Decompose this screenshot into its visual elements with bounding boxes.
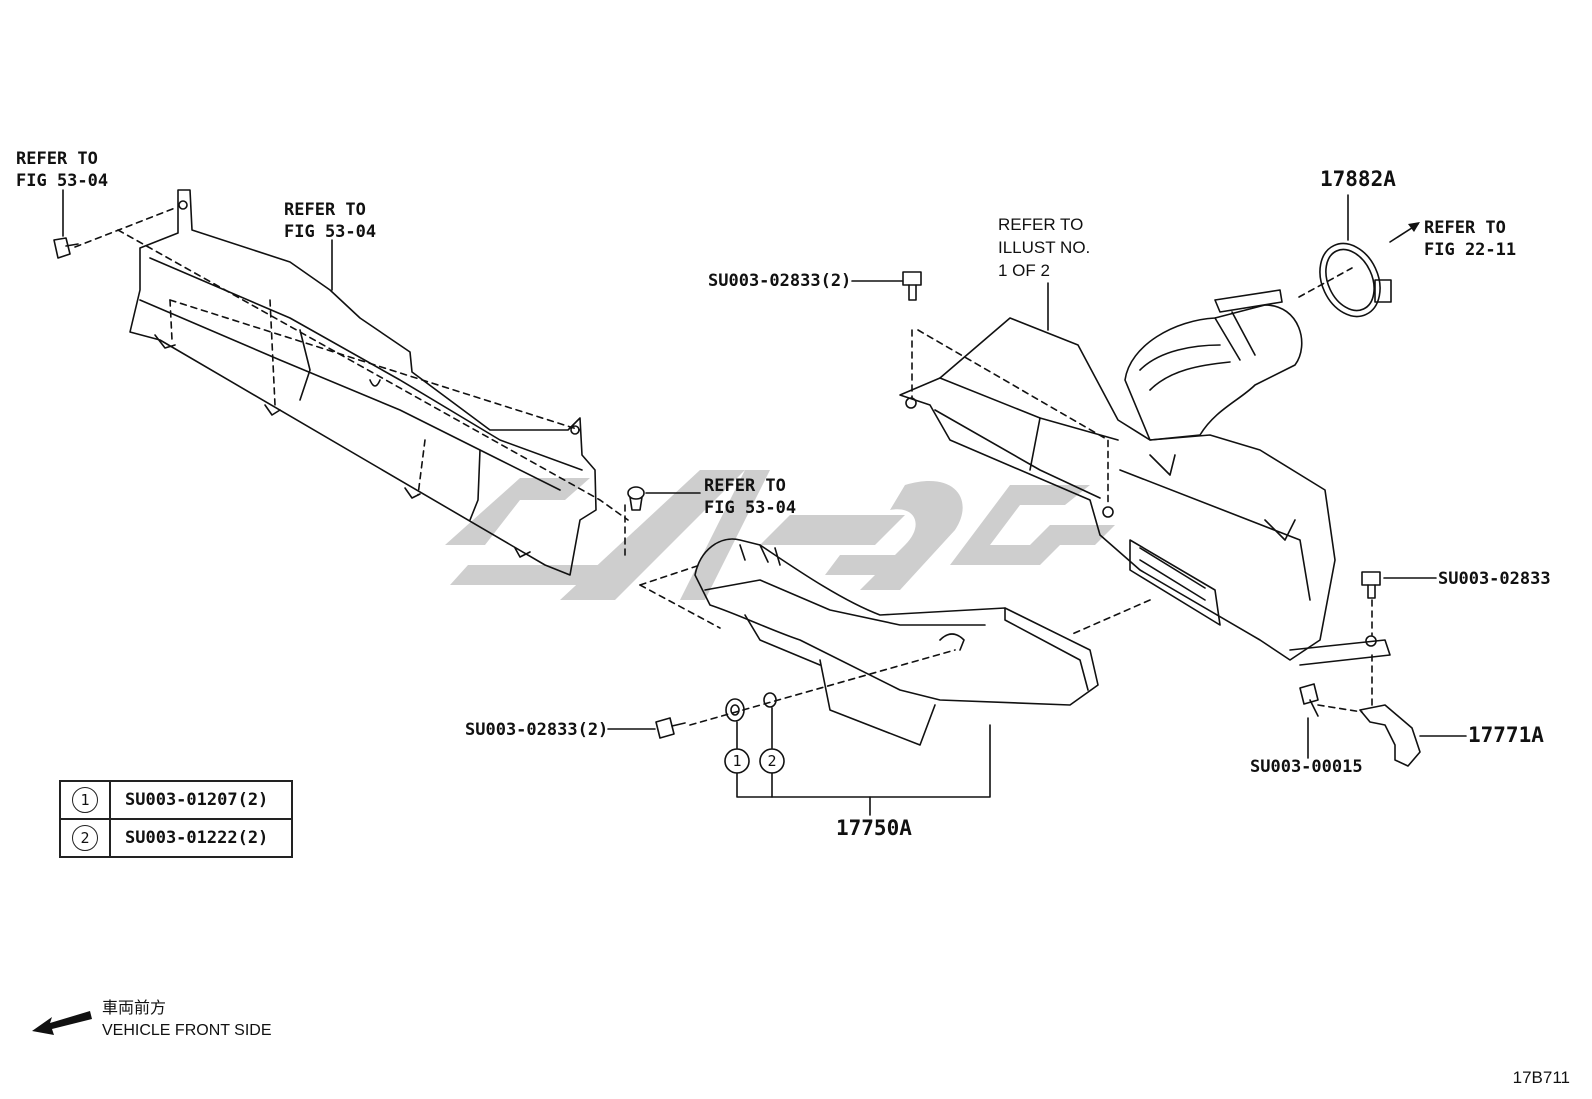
- part-number-17882A: 17882A: [1320, 167, 1396, 191]
- bolt-label-top: SU003-02833(2): [708, 271, 852, 291]
- arrowhead-icon: [1408, 222, 1420, 232]
- collar-icon: [763, 692, 777, 708]
- grommet-icon: [725, 698, 745, 722]
- refer-fig-53-04-upper: REFER TO FIG 53-04: [284, 200, 377, 242]
- bolt-icon-lower-right: [1299, 683, 1319, 717]
- refer-fig-22-11: REFER TO FIG 22-11: [1424, 218, 1517, 260]
- watermark-logo: [445, 470, 1115, 600]
- refer-fig-53-04-left: REFER TO FIG 53-04: [16, 149, 109, 191]
- assembly-lines-right: [911, 267, 1373, 713]
- callout-2: 2: [767, 752, 776, 770]
- air-cleaner-case: [899, 317, 1391, 666]
- assembly-lines-duct: [639, 564, 956, 726]
- refer-fig-53-04-mid: REFER TO FIG 53-04: [704, 476, 797, 518]
- bolt-icon-top: [902, 271, 922, 301]
- bracket-17771A: [1359, 704, 1421, 767]
- figure-id: 17B711: [1512, 1068, 1570, 1087]
- engine-cover-panel: [129, 189, 597, 576]
- refer-illust-note: REFER TO ILLUST NO. 1 OF 2: [998, 215, 1091, 280]
- bolt-icon-right: [1361, 571, 1381, 599]
- bolt-icon-top-left: [53, 237, 79, 259]
- legend-row: 2 SU003-01222(2): [59, 818, 293, 858]
- callout-1: 1: [732, 752, 741, 770]
- bolt-icon-left: [655, 717, 686, 739]
- bolt-label-right: SU003-02833: [1438, 569, 1551, 589]
- legend-key-1: 1: [72, 787, 98, 813]
- intake-hose: [1124, 289, 1303, 441]
- legend-part-2: SU003-01222(2): [109, 818, 293, 858]
- air-duct-17750A: [694, 538, 1099, 746]
- part-number-17771A: 17771A: [1468, 723, 1544, 747]
- vehicle-front-en: VEHICLE FRONT SIDE: [102, 1022, 272, 1039]
- clip-icon: [627, 486, 645, 511]
- vehicle-front-label: 車両前方 VEHICLE FRONT SIDE: [102, 998, 272, 1042]
- bolt-label-left: SU003-02833(2): [465, 720, 609, 740]
- legend-key-2: 2: [72, 825, 98, 851]
- left-arrow-icon: [32, 1011, 92, 1035]
- vehicle-front-jp: 車両前方: [102, 1000, 167, 1017]
- legend-table: 1 SU003-01207(2) 2 SU003-01222(2): [59, 780, 293, 858]
- bolt-label-lower-right: SU003-00015: [1250, 757, 1363, 777]
- legend-row: 1 SU003-01207(2): [59, 780, 293, 820]
- legend-part-1: SU003-01207(2): [109, 780, 293, 820]
- hose-clamp-icon: [1319, 242, 1392, 318]
- assembly-lines-left: [74, 207, 629, 556]
- part-number-17750A: 17750A: [836, 816, 912, 840]
